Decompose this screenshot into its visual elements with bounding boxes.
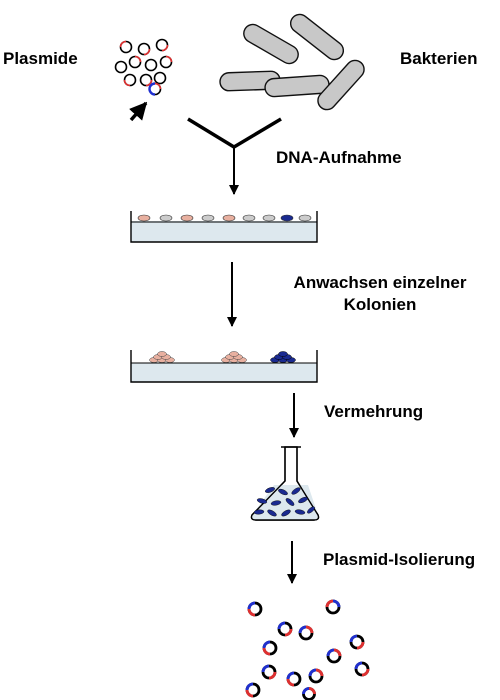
- bacterium-rod-icon: [317, 59, 365, 111]
- bacterium-rod-icon: [243, 23, 299, 65]
- petri-dish-icon: [130, 350, 318, 383]
- label-plasmid-isolation: Plasmid-Isolierung: [323, 550, 476, 569]
- label-colony-growth-line1: Anwachsen einzelner: [293, 273, 467, 292]
- label-plasmids: Plasmide: [3, 49, 78, 68]
- arrow-icon: [129, 101, 148, 122]
- petri-dish-icon: [130, 211, 318, 243]
- label-replication: Vermehrung: [324, 402, 424, 421]
- label-colony-growth-line2: Kolonien: [343, 295, 417, 314]
- bacterium-rod-icon: [264, 74, 330, 98]
- colony-blue: [270, 351, 296, 363]
- erlenmeyer-flask-icon: [250, 446, 320, 521]
- plasmid-cluster: [114, 38, 173, 96]
- bacterium-rod-icon: [289, 13, 345, 61]
- label-bacteria: Bakterien: [400, 49, 478, 68]
- merge-connector: [187, 117, 282, 195]
- colony-pink: [221, 351, 247, 363]
- bacteria-group: [219, 13, 365, 111]
- label-dna-uptake: DNA-Aufnahme: [276, 148, 402, 167]
- isolated-plasmids: [245, 599, 370, 700]
- colony-pink: [149, 351, 175, 363]
